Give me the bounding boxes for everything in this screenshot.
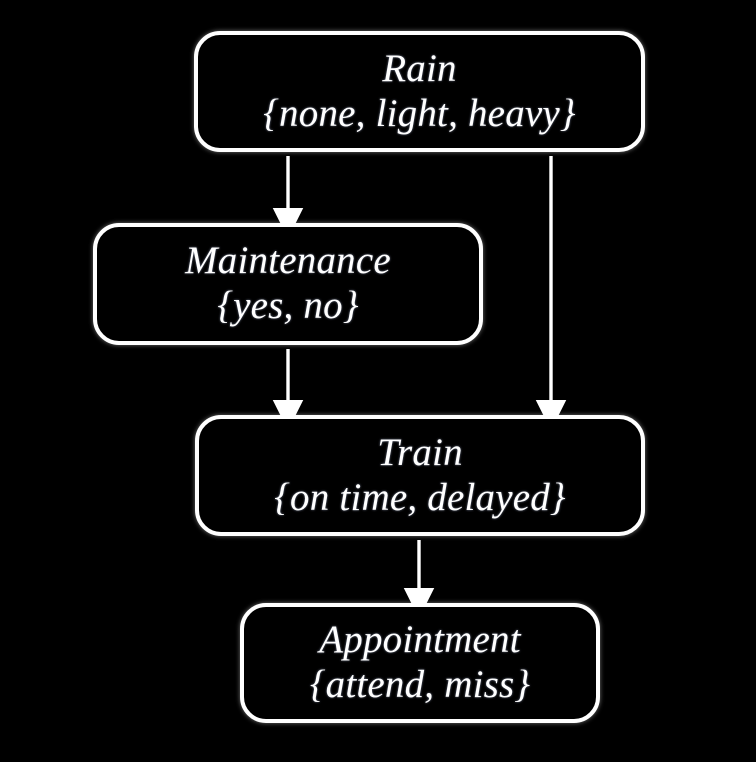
node-maintenance-domain: {yes, no} <box>217 284 359 327</box>
node-appointment-domain: {attend, miss} <box>309 663 531 706</box>
node-maintenance-name: Maintenance <box>185 239 391 283</box>
node-train[interactable]: Train {on time, delayed} <box>195 415 645 536</box>
node-rain-name: Rain <box>382 46 457 90</box>
node-train-name: Train <box>377 430 463 474</box>
node-rain[interactable]: Rain {none, light, heavy} <box>194 31 645 152</box>
node-rain-domain: {none, light, heavy} <box>263 91 576 135</box>
node-train-domain: {on time, delayed} <box>274 475 566 519</box>
node-appointment[interactable]: Appointment {attend, miss} <box>240 603 600 723</box>
node-maintenance[interactable]: Maintenance {yes, no} <box>93 223 483 345</box>
node-appointment-name: Appointment <box>319 618 521 662</box>
